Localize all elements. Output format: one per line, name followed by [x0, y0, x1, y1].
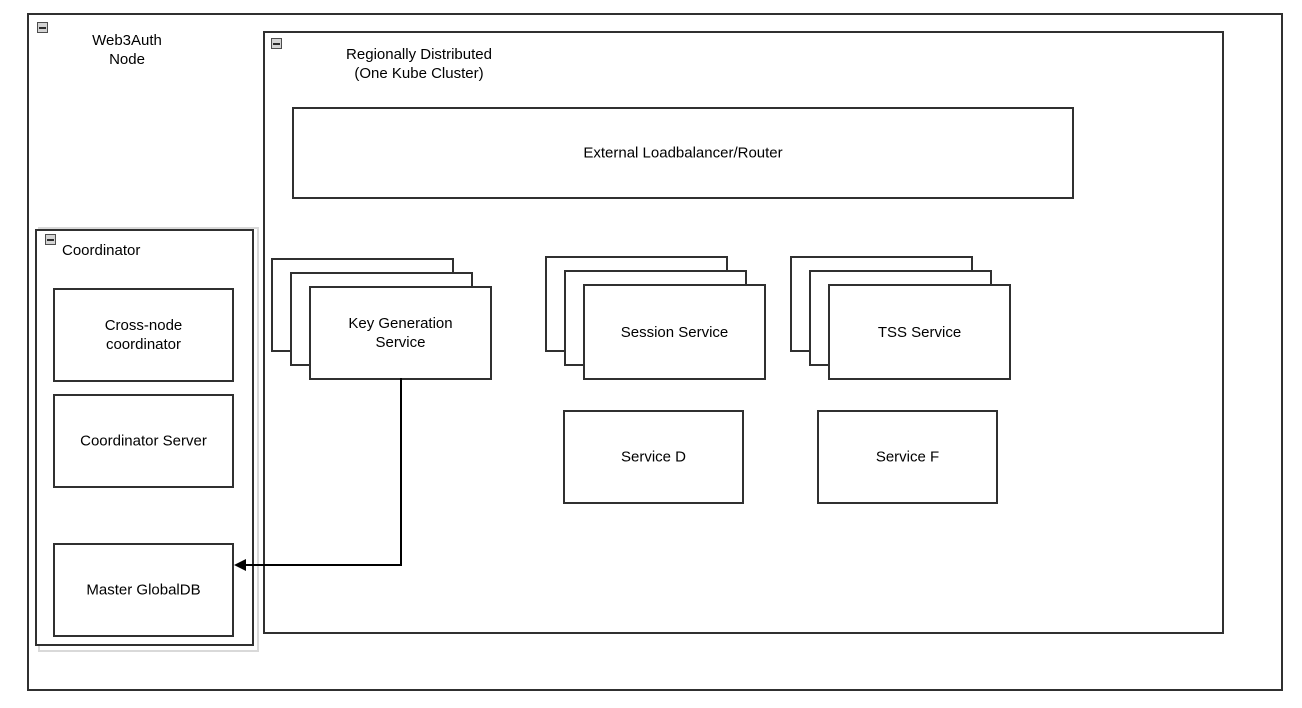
key-generation-service-stack[interactable]: Key Generation Service	[271, 258, 492, 380]
service-f-label: Service F	[875, 448, 940, 466]
tss-service-label: TSS Service	[877, 323, 962, 341]
regionally-distributed-title: Regionally Distributed (One Kube Cluster…	[346, 46, 492, 82]
service-d-label: Service D	[620, 448, 687, 466]
service-d-box[interactable]: Service D	[563, 410, 744, 504]
session-service-label: Session Service	[620, 323, 729, 341]
tss-service-instance-1[interactable]	[828, 284, 1011, 380]
service-f-box[interactable]: Service F	[817, 410, 998, 504]
regionally-distributed-collapse-icon[interactable]	[271, 38, 282, 49]
external-loadbalancer-box[interactable]: External Loadbalancer/Router	[292, 107, 1074, 199]
connector-keygen-to-globaldb-vertical	[400, 378, 402, 566]
web3auth-node-title: Web3Auth Node	[92, 32, 162, 68]
session-service-instance-1[interactable]	[583, 284, 766, 380]
coordinator-server-box[interactable]: Coordinator Server	[53, 394, 234, 488]
connector-keygen-to-globaldb-horizontal	[245, 564, 402, 566]
cross-node-coordinator-box[interactable]: Cross-node coordinator	[53, 288, 234, 382]
coordinator-collapse-icon[interactable]	[45, 234, 56, 245]
web3auth-node-collapse-icon[interactable]	[37, 22, 48, 33]
external-loadbalancer-label: External Loadbalancer/Router	[583, 144, 783, 162]
coordinator-server-label: Coordinator Server	[80, 432, 207, 450]
connector-keygen-to-globaldb-arrowhead	[234, 559, 246, 571]
coordinator-title: Coordinator	[62, 242, 141, 259]
tss-service-stack[interactable]: TSS Service	[790, 256, 1011, 380]
key-generation-service-label: Key Generation Service	[348, 315, 453, 351]
master-globaldb-label: Master GlobalDB	[86, 581, 201, 599]
master-globaldb-box[interactable]: Master GlobalDB	[53, 543, 234, 637]
session-service-stack[interactable]: Session Service	[545, 256, 766, 380]
cross-node-coordinator-label: Cross-node coordinator	[104, 317, 183, 353]
